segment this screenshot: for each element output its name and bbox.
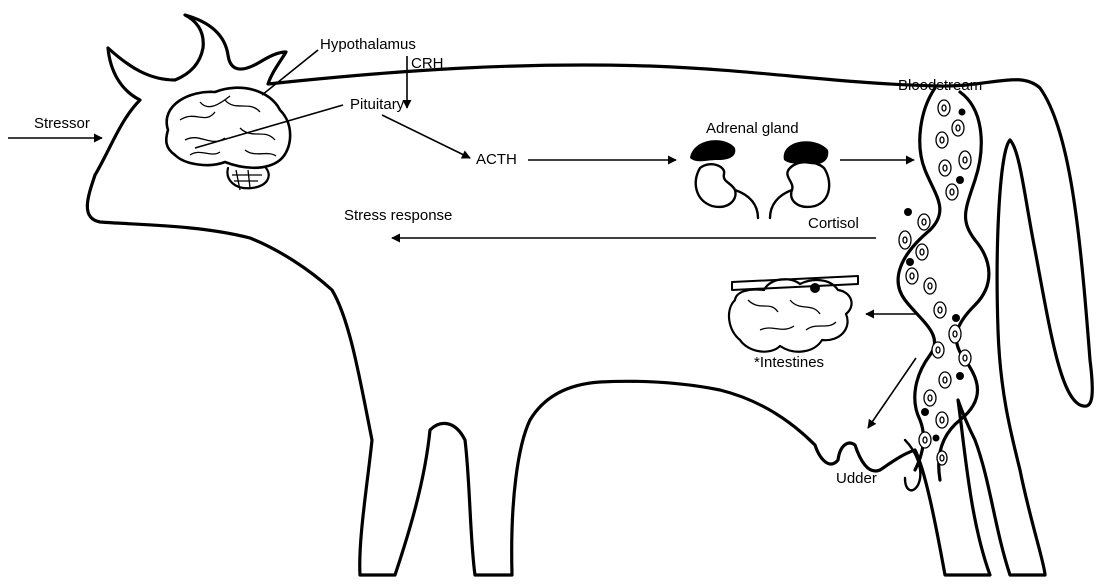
label-intestines: *Intestines	[754, 354, 824, 371]
arrow-blood-udder	[868, 358, 916, 428]
label-cortisol: Cortisol	[808, 215, 859, 232]
label-bloodstream: Bloodstream	[898, 77, 982, 94]
label-stress-response: Stress response	[344, 207, 452, 224]
flow-arrows	[8, 50, 918, 428]
label-crh: CRH	[411, 55, 444, 72]
line-pituitary	[195, 105, 343, 148]
label-adrenal-gland: Adrenal gland	[706, 120, 799, 137]
label-acth: ACTH	[476, 151, 517, 168]
udder-icon	[905, 440, 920, 490]
label-stressor: Stressor	[34, 115, 90, 132]
intestines-text: Intestines	[760, 354, 824, 371]
label-udder: Udder	[836, 470, 877, 487]
label-hypothalamus: Hypothalamus	[320, 36, 416, 53]
arrow-pituitary-acth	[382, 115, 470, 158]
intestines-icon	[729, 276, 858, 352]
cow-outline	[87, 15, 1092, 575]
adrenal-kidney-icon	[690, 140, 829, 218]
label-pituitary: Pituitary	[350, 96, 404, 113]
